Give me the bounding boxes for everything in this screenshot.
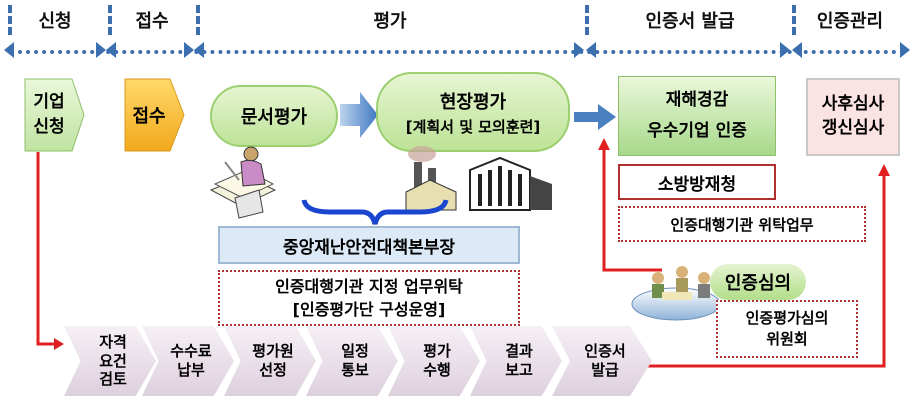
people-meeting-icon [631,266,721,321]
step-chevron: 평가원 선정 [224,326,316,396]
divider [792,5,796,35]
designation-line1: 인증대행기관 지정 업무위탁 [275,276,463,296]
step-label: 수수료 납부 [170,342,212,379]
step-chevron: 인증서 발급 [552,326,652,396]
doc-evaluation: 문서평가 [210,85,338,147]
step-label: 자격 요건 검토 [99,332,127,389]
apply-shape [24,78,85,152]
arrow-right-icon [340,92,378,138]
step-chevron: 수수료 납부 [142,326,234,396]
step-label: 결과 보고 [505,342,533,379]
central-hq-box: 중앙재난안전대책본부장 [218,226,520,264]
step-chevron: 평가 수행 [388,326,480,396]
receipt-shape [124,78,185,152]
site-eval-subtitle: [계획서 및 모의훈련] [405,117,541,136]
divider [8,5,12,35]
paperwork-person-icon [209,146,277,219]
step-chevron: 결과 보고 [470,326,562,396]
timeline-arrows [4,42,910,58]
step-label: 인증서 발급 [584,342,626,379]
stage-certificate: 인증서 발급 [645,11,735,32]
brace-icon [301,199,449,225]
committee-box: 인증평가심의 위원회 [716,300,858,358]
stage-receipt: 접수 [135,11,169,32]
certificate-box: 재해경감 우수기업 인증 [618,76,776,156]
divider [585,5,589,35]
site-evaluation: 현장평가 [계획서 및 모의훈련] [376,72,570,152]
factory-icon [405,146,552,211]
stage-apply: 신청 [38,11,72,32]
receipt-label: 접수 [132,106,166,127]
stage-evaluation: 평가 [373,11,407,32]
timeline-line [10,50,905,54]
site-eval-title: 현장평가 [439,91,507,113]
designation-line2: [인증평가단 구성운영] [292,300,446,319]
divider [108,5,112,35]
fire-agency-box: 소방방재청 [618,164,776,200]
post-review-box: 사후심사 갱신심사 [806,78,900,156]
step-chevron: 일정 통보 [306,326,398,396]
step-label: 평가원 선정 [252,342,294,379]
designation-box: 인증대행기관 지정 업무위탁 [인증평가단 구성운영] [218,270,520,326]
cert-line2: 우수기업 인증 [647,121,747,141]
agency-task-box: 인증대행기관 위탁업무 [618,206,866,242]
apply-label: 기업 신청 [33,91,65,138]
stage-management: 인증관리 [816,11,884,32]
cert-line1: 재해경감 [665,90,729,111]
cert-review-label: 인증심의 [710,264,806,300]
step-label: 일정 통보 [341,342,369,379]
step-label: 평가 수행 [423,342,451,379]
divider [196,5,200,35]
step-chevron: 자격 요건 검토 [64,326,156,396]
arrow-right-icon [574,104,616,130]
